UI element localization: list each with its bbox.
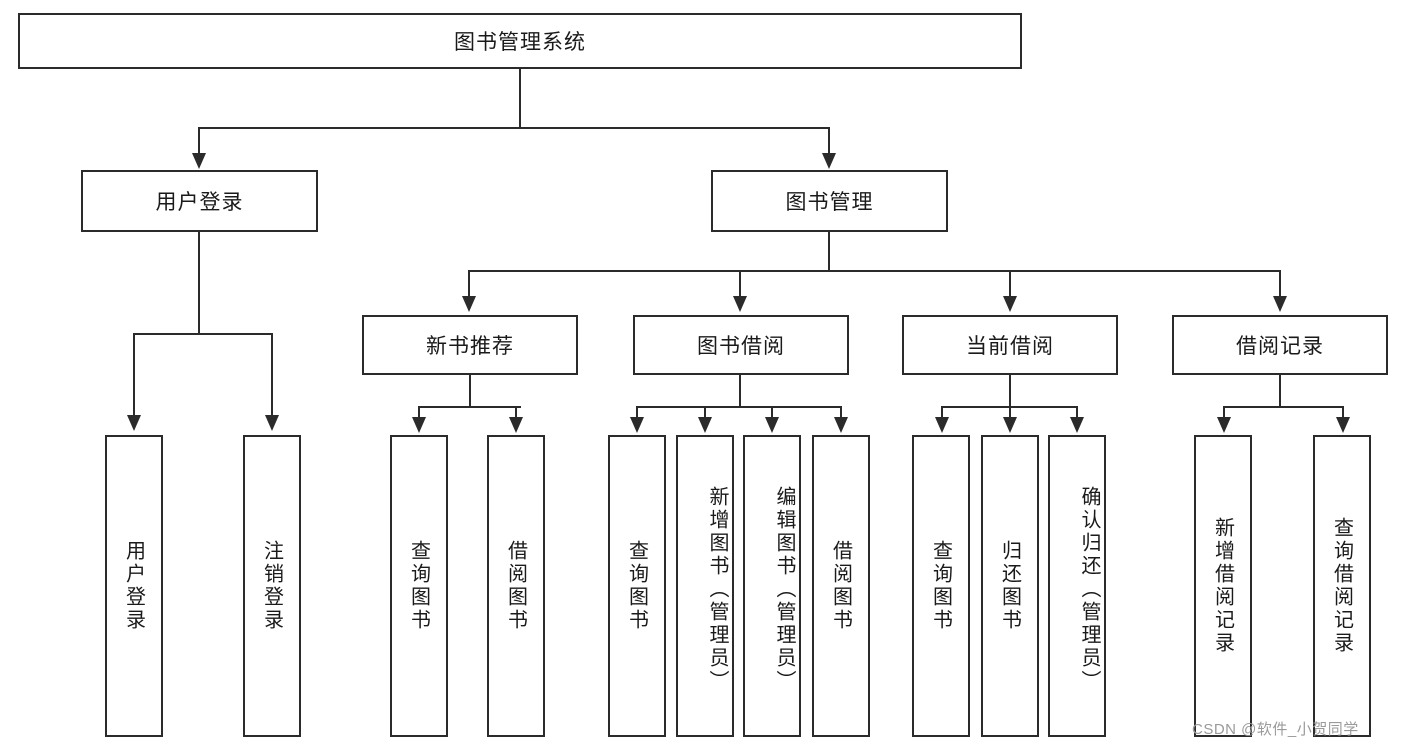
- node-label: 图书借阅: [697, 335, 785, 358]
- edge-records-drop: [1279, 375, 1281, 407]
- edge-bookmgmt-to-borrow: [739, 270, 741, 297]
- edge-userlogin-drop: [198, 232, 200, 334]
- node-book-borrow[interactable]: 图书借阅: [633, 315, 849, 375]
- node-label: 新增借阅记录: [1211, 517, 1234, 655]
- edge-newbook-to-leaf2: [515, 406, 517, 419]
- arrowhead-borrow-leaf2: [698, 417, 712, 433]
- arrowhead-borrow-leaf1: [630, 417, 644, 433]
- watermark-text: CSDN @软件_小贺同学: [1192, 721, 1359, 738]
- node-label: 查询图书: [625, 540, 648, 632]
- node-label: 借阅记录: [1236, 335, 1324, 358]
- edge-borrow-to-leaf3: [771, 406, 773, 419]
- arrowhead-user-login: [192, 153, 206, 169]
- node-leaf-query-book-borrow[interactable]: 查询图书: [608, 435, 666, 737]
- arrowhead-book-mgmt: [822, 153, 836, 169]
- node-leaf-edit-book-admin[interactable]: 编辑图书（管理员）: [743, 435, 801, 737]
- edge-root-to-book-mgmt: [828, 127, 830, 155]
- arrowhead-current: [1003, 296, 1017, 312]
- arrowhead-borrow: [733, 296, 747, 312]
- node-label: 当前借阅: [966, 335, 1054, 358]
- edge-root-drop: [519, 69, 521, 128]
- edge-borrow-bar: [636, 406, 841, 408]
- node-book-management[interactable]: 图书管理: [711, 170, 948, 232]
- arrowhead-current-leaf2: [1003, 417, 1017, 433]
- node-new-book-recommend[interactable]: 新书推荐: [362, 315, 578, 375]
- arrowhead-current-leaf1: [935, 417, 949, 433]
- edge-current-to-leaf3: [1076, 406, 1078, 419]
- node-leaf-logout-login[interactable]: 注销登录: [243, 435, 301, 737]
- node-leaf-add-borrow-record[interactable]: 新增借阅记录: [1194, 435, 1252, 737]
- arrowhead-newbook-leaf2: [509, 417, 523, 433]
- edge-records-to-leaf1: [1223, 406, 1225, 419]
- node-label: 查询图书: [407, 540, 430, 632]
- node-label: 新书推荐: [426, 335, 514, 358]
- edge-bookmgmt-to-current: [1009, 270, 1011, 297]
- node-label: 归还图书: [998, 540, 1021, 632]
- node-label: 查询借阅记录: [1330, 517, 1353, 655]
- arrowhead-borrow-leaf4: [834, 417, 848, 433]
- edge-current-drop: [1009, 375, 1011, 407]
- node-label: 编辑图书（管理员）: [773, 485, 795, 693]
- node-label: 新增图书（管理员）: [706, 485, 728, 693]
- node-root-system[interactable]: 图书管理系统: [18, 13, 1022, 69]
- node-leaf-borrow-book[interactable]: 借阅图书: [812, 435, 870, 737]
- edge-borrow-drop: [739, 375, 741, 407]
- arrowhead-current-leaf3: [1070, 417, 1084, 433]
- node-leaf-query-book-current[interactable]: 查询图书: [912, 435, 970, 737]
- node-leaf-borrow-book-newbook[interactable]: 借阅图书: [487, 435, 545, 737]
- node-label: 图书管理: [785, 191, 874, 214]
- node-label: 用户登录: [155, 191, 244, 214]
- edge-borrow-to-leaf2: [704, 406, 706, 419]
- edge-root-to-user-login: [198, 127, 200, 155]
- arrowhead-userlogin-leaf1: [127, 415, 141, 431]
- edge-bookmgmt-bar: [468, 270, 1280, 272]
- edge-bookmgmt-to-records: [1279, 270, 1281, 297]
- node-leaf-user-login[interactable]: 用户登录: [105, 435, 163, 737]
- edge-newbook-to-leaf1: [418, 406, 420, 419]
- node-leaf-return-book[interactable]: 归还图书: [981, 435, 1039, 737]
- edge-bookmgmt-drop: [828, 232, 830, 271]
- node-current-borrow[interactable]: 当前借阅: [902, 315, 1118, 375]
- edge-current-to-leaf1: [941, 406, 943, 419]
- edge-borrow-to-leaf1: [636, 406, 638, 419]
- arrowhead-records-leaf2: [1336, 417, 1350, 433]
- arrowhead-userlogin-leaf2: [265, 415, 279, 431]
- node-label: 注销登录: [260, 540, 283, 632]
- edge-records-bar: [1223, 406, 1343, 408]
- node-borrow-records[interactable]: 借阅记录: [1172, 315, 1388, 375]
- node-label: 图书管理系统: [454, 31, 586, 54]
- edge-newbook-bar: [418, 406, 521, 408]
- node-label: 借阅图书: [504, 540, 527, 632]
- node-leaf-query-borrow-record[interactable]: 查询借阅记录: [1313, 435, 1371, 737]
- node-leaf-add-book-admin[interactable]: 新增图书（管理员）: [676, 435, 734, 737]
- node-label: 用户登录: [122, 540, 145, 632]
- edge-borrow-to-leaf4: [840, 406, 842, 419]
- node-label: 借阅图书: [829, 540, 852, 632]
- edge-userlogin-to-leaf1: [133, 333, 135, 417]
- edge-bookmgmt-to-new-book: [468, 270, 470, 297]
- node-label: 查询图书: [929, 540, 952, 632]
- arrowhead-newbook-leaf1: [412, 417, 426, 433]
- edge-userlogin-to-leaf2: [271, 333, 273, 417]
- arrowhead-records: [1273, 296, 1287, 312]
- edge-root-bar: [198, 127, 830, 129]
- node-label: 确认归还（管理员）: [1078, 485, 1100, 693]
- node-user-login[interactable]: 用户登录: [81, 170, 318, 232]
- arrowhead-new-book: [462, 296, 476, 312]
- edge-current-to-leaf2: [1009, 406, 1011, 419]
- arrowhead-borrow-leaf3: [765, 417, 779, 433]
- edge-userlogin-bar: [133, 333, 272, 335]
- arrowhead-records-leaf1: [1217, 417, 1231, 433]
- node-leaf-confirm-return-admin[interactable]: 确认归还（管理员）: [1048, 435, 1106, 737]
- edge-records-to-leaf2: [1342, 406, 1344, 419]
- node-leaf-query-book-newbook[interactable]: 查询图书: [390, 435, 448, 737]
- edge-newbook-drop: [469, 375, 471, 407]
